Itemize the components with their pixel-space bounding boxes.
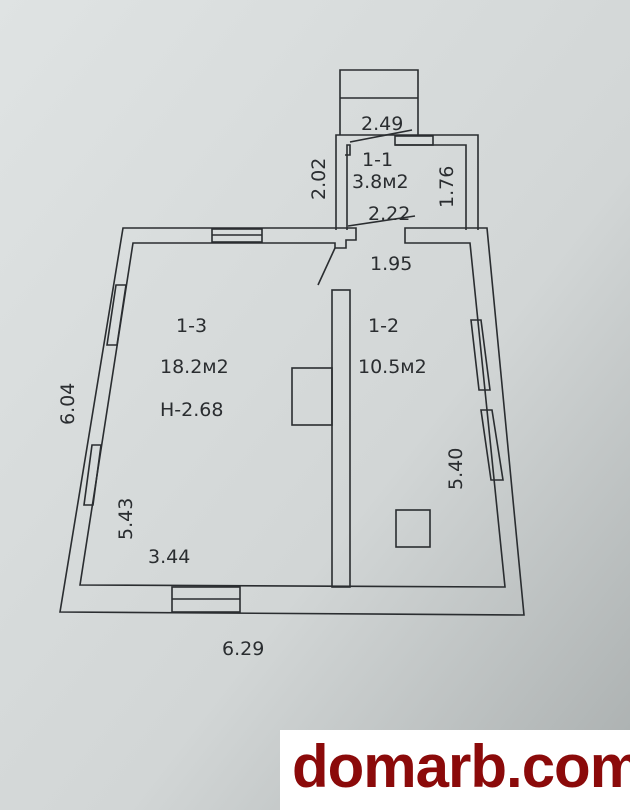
room-1-2-area: 10.5м2 [358, 356, 427, 378]
dim-room-1-3-width: 3.44 [148, 546, 190, 568]
room-1-1-id: 1-1 [362, 149, 393, 171]
room-1-3-id: 1-3 [176, 315, 207, 337]
watermark-text: domarb.com [292, 733, 630, 800]
dim-vestibule-right: 1.76 [436, 166, 458, 208]
dim-room-1-3-length: 5.43 [115, 498, 137, 540]
vestibule-walls [335, 129, 479, 230]
room-1-3-height: Н-2.68 [160, 399, 223, 421]
dim-vestibule-left: 2.02 [308, 158, 330, 200]
dim-overall-length: 6.04 [57, 383, 79, 425]
windows [83, 228, 504, 613]
dim-porch-width: 2.49 [361, 113, 403, 135]
room-1-2-id: 1-2 [368, 315, 399, 337]
porch [339, 69, 419, 135]
floor-hatch [395, 509, 431, 548]
dim-overall-width: 6.29 [222, 638, 264, 660]
watermark: domarb.com [280, 730, 630, 810]
dim-vestibule-width: 2.22 [368, 203, 410, 225]
stove [291, 367, 333, 426]
dim-room-1-2-length: 5.40 [445, 448, 467, 490]
room-1-1-area: 3.8м2 [352, 171, 409, 193]
dim-room-1-2-width: 1.95 [370, 253, 412, 275]
house-walls [59, 227, 525, 616]
room-1-3-area: 18.2м2 [160, 356, 229, 378]
